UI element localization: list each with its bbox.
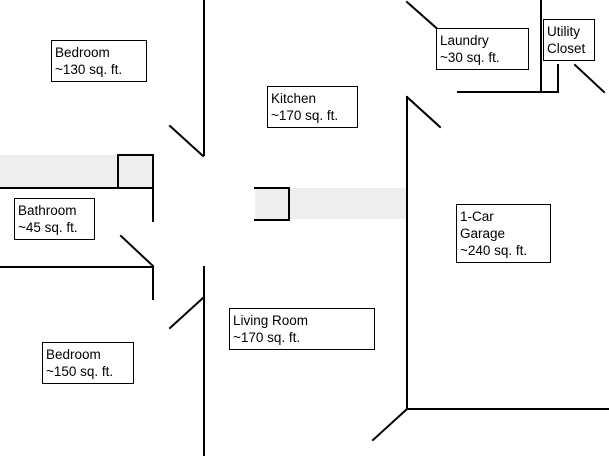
- door-swing: [405, 0, 444, 35]
- door-swing: [119, 234, 155, 268]
- room-label-bathroom: Bathroom ~45 sq. ft.: [14, 198, 95, 240]
- room-label-utility: Utility Closet: [543, 19, 595, 61]
- room-name: Bedroom: [46, 347, 101, 362]
- room-name: Living Room: [233, 313, 309, 328]
- room-area: Closet: [547, 41, 586, 56]
- room-area: ~30 sq. ft.: [440, 50, 500, 65]
- room-label-living: Living Room ~170 sq. ft.: [229, 308, 375, 350]
- door-swing: [168, 124, 205, 158]
- room-name: Bathroom: [18, 203, 77, 218]
- door-swing: [405, 95, 442, 129]
- room-label-kitchen: Kitchen ~170 sq. ft.: [267, 86, 358, 128]
- room-area: ~130 sq. ft.: [55, 62, 123, 77]
- room-name: Bedroom: [55, 45, 110, 60]
- room-name: Utility: [547, 24, 580, 39]
- door-swing: [371, 407, 409, 442]
- door-swing: [168, 295, 206, 330]
- room-name-line2: Garage: [460, 226, 506, 241]
- room-area: ~170 sq. ft.: [233, 330, 301, 345]
- room-area: ~170 sq. ft.: [271, 108, 339, 123]
- hall-shade-left: [0, 155, 153, 188]
- room-name: Kitchen: [271, 91, 317, 106]
- room-area: ~150 sq. ft.: [46, 364, 114, 379]
- door-swing: [573, 63, 606, 94]
- room-label-laundry: Laundry ~30 sq. ft.: [436, 28, 529, 70]
- room-label-bedroom-top: Bedroom ~130 sq. ft.: [51, 40, 147, 82]
- room-name: Laundry: [440, 33, 489, 48]
- room-name: 1-Car: [460, 209, 494, 224]
- room-area: ~45 sq. ft.: [18, 220, 78, 235]
- room-label-bedroom-bottom: Bedroom ~150 sq. ft.: [42, 342, 134, 384]
- room-area: ~240 sq. ft.: [460, 243, 528, 258]
- room-label-garage: 1-Car Garage ~240 sq. ft.: [456, 204, 551, 263]
- hall-shade-right: [255, 188, 407, 219]
